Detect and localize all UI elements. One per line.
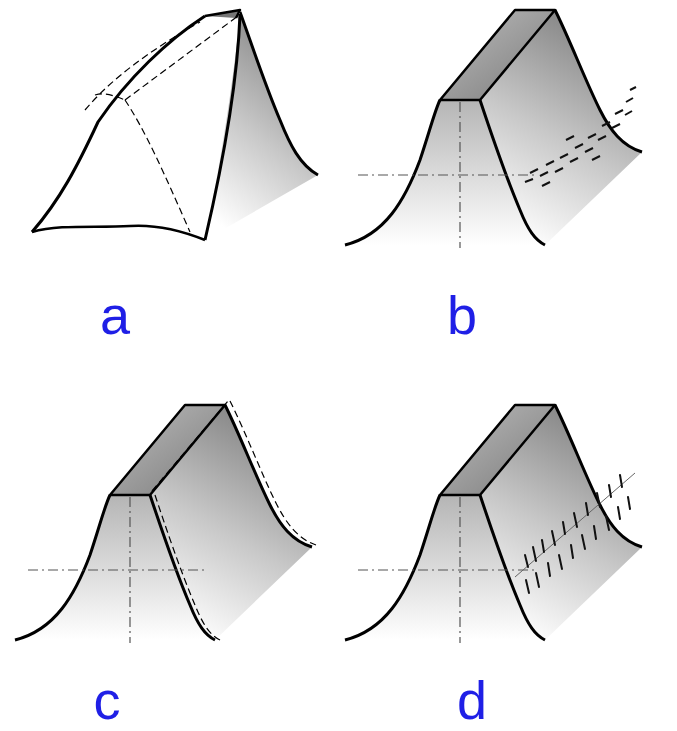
pitted-tooth <box>345 10 642 248</box>
panel-letter: d <box>457 673 487 727</box>
scored-tooth <box>345 405 642 643</box>
worn-tooth <box>15 401 316 643</box>
broken-tooth <box>32 10 318 240</box>
panel-letter: b <box>447 288 477 342</box>
panel-letter: a <box>100 288 130 342</box>
panel-letter: c <box>94 673 121 727</box>
